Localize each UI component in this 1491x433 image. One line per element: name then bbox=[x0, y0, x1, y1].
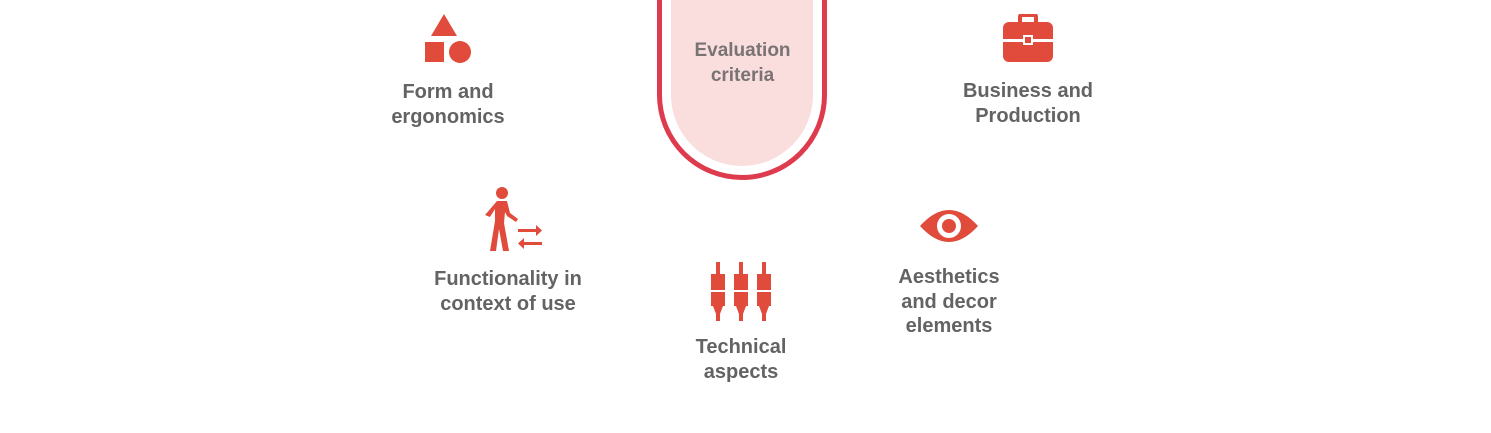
criterion-functionality: Functionality in context of use bbox=[418, 185, 598, 316]
center-label: Evaluation criteria bbox=[694, 40, 791, 86]
person-walking-icon bbox=[485, 187, 542, 251]
criterion-business-production: Business and Production bbox=[943, 14, 1113, 128]
center-pill-outer-ring bbox=[657, 0, 827, 180]
connectors-icon bbox=[711, 262, 771, 321]
criterion-label: Functionality in context of use bbox=[434, 268, 582, 315]
criterion-label: Form and ergonomics bbox=[391, 81, 505, 128]
criterion-label: Technical aspects bbox=[695, 336, 787, 383]
shapes-icon bbox=[425, 14, 471, 63]
criterion-technical: Technical aspects bbox=[661, 262, 821, 384]
criterion-label: Business and Production bbox=[962, 80, 1094, 127]
criterion-label: Aesthetics and decor elements bbox=[898, 266, 1000, 337]
criterion-aesthetics: Aesthetics and decor elements bbox=[869, 204, 1029, 339]
briefcase-icon bbox=[1003, 14, 1053, 62]
eye-icon bbox=[920, 210, 978, 242]
center-pill-inner-fill bbox=[671, 0, 813, 166]
criterion-form-ergonomics: Form and ergonomics bbox=[368, 12, 528, 129]
